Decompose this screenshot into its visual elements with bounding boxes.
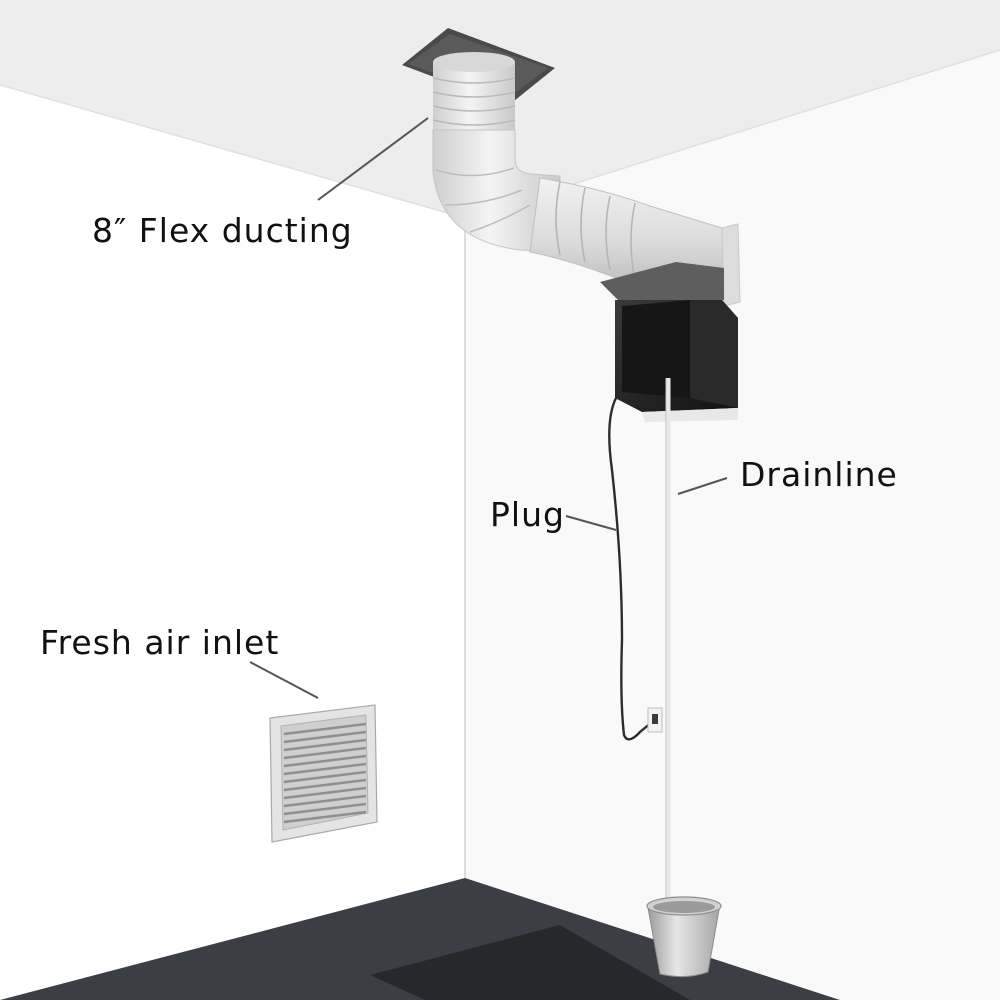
flex-ducting-label: 8″ Flex ducting: [92, 211, 353, 250]
unit-side: [690, 300, 738, 408]
mount-plate: [721, 223, 741, 307]
collection-bucket: [646, 896, 722, 978]
plug-leader: [565, 515, 617, 531]
drainline-label: Drainline: [740, 455, 898, 494]
unit-top: [600, 262, 724, 302]
unit-front-panel: [622, 300, 690, 398]
right-wall: [465, 50, 1000, 1000]
duct-collar: [433, 62, 515, 134]
power-cord: [608, 397, 653, 741]
flex-ducting-leader: [317, 117, 429, 201]
fresh-air-inlet-leader: [249, 661, 319, 699]
floor-mat: [370, 925, 690, 1000]
ceiling-edge-left: [0, 84, 466, 219]
duct-elbow: [432, 129, 561, 253]
plug-label: Plug: [490, 495, 565, 534]
fresh-air-inlet-label: Fresh air inlet: [40, 623, 280, 662]
fresh-air-grille: [269, 704, 378, 843]
duct-collar-ribs: [432, 77, 516, 126]
drainline-leader: [677, 477, 728, 495]
